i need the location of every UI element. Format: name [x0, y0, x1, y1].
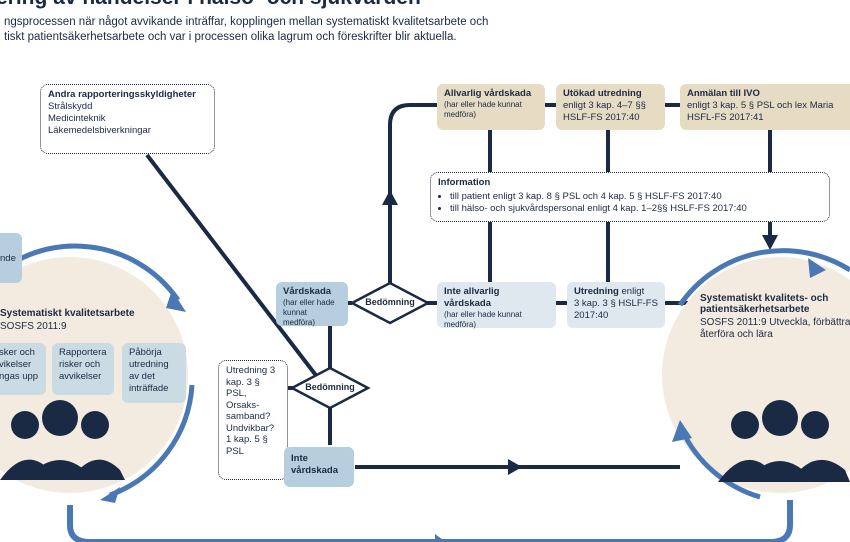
left-circle-subtitle: SOSFS 2011:9: [0, 321, 67, 332]
info-vertical-3-arrowhead: [762, 235, 778, 250]
utokad-box: Utökad utredning enligt 3 kap. 4–7 §§ HS…: [556, 84, 665, 130]
other-reporting-item: Medicinteknik: [48, 113, 106, 124]
allvarlig-sub: (har eller hade kunnat medföra): [444, 100, 522, 119]
utokad-text: enligt 3 kap. 4–7 §§ HSLF-FS 2017:40: [563, 100, 646, 123]
information-item: till hälso- och sjukvårdspersonal enligt…: [450, 203, 822, 215]
inte-allvarlig-title: Inte allvarlig vårdskada: [444, 286, 500, 309]
investigation-box: Utredning 3 kap. 3 § PSL, Orsaks-samband…: [218, 360, 288, 480]
left-circle-arc-lower: [109, 384, 195, 498]
anmalan-text: enligt 3 kap. 5 § PSL och lex Maria HSFL…: [687, 100, 834, 123]
intro-line-2: tiskt patientsäkerhetsarbete och var i p…: [4, 31, 457, 43]
other-reporting-title: Andra rapporteringsskyldigheter: [48, 89, 196, 100]
right-circle-arc-lower-head: [672, 420, 692, 442]
left-partial-box: nde: [0, 233, 22, 283]
left-partial-text: nde: [0, 253, 16, 264]
bedomning-diamond-upper: [349, 281, 431, 325]
right-circle-arc-lower: [679, 428, 761, 500]
inte-vardskada-title: Inte vårdskada: [291, 453, 339, 476]
diamond-up-line: [388, 103, 437, 285]
left-circle-title: Systematiskt kvalitetsarbete: [0, 308, 135, 319]
anmalan-box: Anmälan till IVO enligt 3 kap. 5 § PSL o…: [680, 84, 850, 130]
utredning-inline: enligt: [621, 286, 645, 297]
right-circle-subtitle: SOSFS 2011:9 Utveckla, förbättra, återfö…: [700, 317, 850, 340]
utredning-title: Utredning: [574, 286, 619, 297]
vardskada-box: Vårdskada (har eller hade kunnat medföra…: [276, 282, 348, 327]
allvarlig-box: Allvarlig vårdskada (har eller hade kunn…: [437, 84, 545, 130]
right-circle-arc-head: [808, 258, 826, 278]
anmalan-title: Anmälan till IVO: [687, 88, 760, 99]
right-circle-arc: [677, 248, 850, 307]
left-circle-box-1: sker och vikelser ngas upp: [0, 343, 46, 395]
diamond-up-arrowhead: [382, 190, 398, 205]
other-reporting-item: Strålskydd: [48, 101, 93, 112]
other-reporting-box: Andra rapporteringsskyldigheter Strålsky…: [40, 84, 215, 154]
inte-allvarlig-sub: (har eller hade kunnat medföra): [444, 310, 522, 329]
utredning-box: Utredning enligt 3 kap. 3 § HSLF-FS 2017…: [567, 282, 665, 328]
vardskada-sub: (har eller hade kunnat medföra): [283, 298, 335, 327]
left-circle-box-2: Rapportera risker och avvikelser: [52, 343, 114, 395]
vardskada-title: Vårdskada: [283, 286, 332, 297]
information-title: Information: [438, 177, 491, 188]
right-circle-title: Systematiskt kvalitets- och patientsäker…: [700, 293, 829, 315]
right-people-icon: [718, 400, 850, 482]
page-title: ering av händelser i hälso- och sjukvård…: [0, 0, 421, 10]
bedomning-diamond-lower: [289, 366, 371, 410]
left-circle-arc-lower-head: [100, 487, 120, 503]
left-people-icon: [0, 400, 125, 480]
left-circle-box-3: Påbörja utredning av det inträffade: [122, 343, 186, 403]
bottom-loop-arrowhead: [435, 534, 446, 542]
allvarlig-title: Allvarlig vårdskada: [444, 88, 532, 99]
bedomning-label-upper: Bedömning: [365, 297, 415, 307]
utredning-text: 3 kap. 3 § HSLF-FS 2017:40: [574, 298, 658, 321]
bottom-loop-line: [67, 500, 793, 542]
utokad-title: Utökad utredning: [563, 88, 642, 99]
right-circle-bg: [662, 257, 850, 493]
information-box: Information till patient enligt 3 kap. 8…: [430, 172, 830, 222]
intro-line-1: ngsprocessen när något avvikande inträff…: [4, 16, 489, 28]
left-circle-arc-head: [166, 290, 186, 312]
bedomning-label-lower: Bedömning: [305, 382, 355, 392]
information-item: till patient enligt 3 kap. 8 § PSL och 4…: [450, 191, 822, 203]
inte-allvarlig-box: Inte allvarlig vårdskada (har eller hade…: [437, 282, 556, 329]
inte-vardskada-box: Inte vårdskada: [284, 447, 354, 487]
diagonal-connector: [145, 153, 320, 380]
inte-vardskada-arrowhead: [508, 459, 522, 475]
other-reporting-item: Läkemedelsbiverkningar: [48, 125, 151, 136]
